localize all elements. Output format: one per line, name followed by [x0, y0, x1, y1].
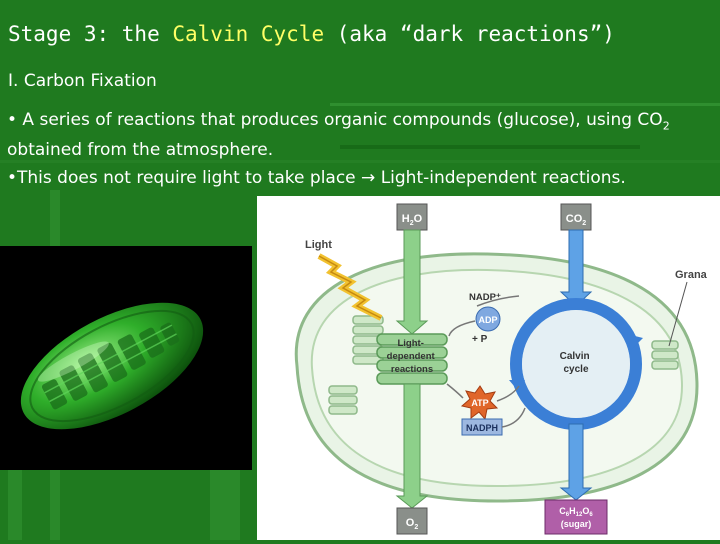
- h2o-box: [396, 203, 428, 231]
- light-dependent-label: Light- dependent reactions: [387, 338, 438, 375]
- chloroplast-3d-icon: [20, 302, 204, 430]
- title-highlight: Calvin Cycle: [172, 22, 325, 46]
- sugar-formula: C6H12O6: [559, 506, 593, 518]
- title-suffix: (aka “dark reactions”): [324, 22, 615, 46]
- h2o-arrow: [395, 229, 429, 335]
- light-label: Light: [305, 239, 332, 251]
- atp-arrow: [446, 383, 464, 399]
- bg-streak: [0, 160, 720, 163]
- bullet-2-text: •This does not require light to take pla…: [7, 168, 362, 188]
- grana-pointer: [668, 281, 688, 347]
- nadph-label: NADPH: [466, 423, 498, 433]
- o2-arrow: [395, 383, 429, 509]
- nadph-arrow: [501, 407, 526, 428]
- sugar-arrow: [559, 423, 593, 501]
- atp-star: [460, 385, 499, 421]
- photosynthesis-diagram: H2O CO2 Light Grana Light- dependent rea…: [257, 196, 720, 540]
- chloroplast-image: [0, 246, 252, 470]
- bullet-2: •This does not require light to take pla…: [7, 168, 626, 188]
- adp-circle: [475, 306, 501, 332]
- light-dependent-stack: [376, 333, 448, 385]
- h2o-label: H2O: [402, 213, 423, 227]
- plus-p-label: + P: [472, 334, 488, 345]
- bg-streak: [210, 470, 240, 540]
- calvin-arrowhead: [627, 334, 643, 350]
- nadp-arrow: [476, 295, 520, 307]
- bg-streak: [330, 103, 720, 106]
- bg-streak: [340, 145, 640, 149]
- calvin-label: Calvin cycle: [560, 351, 593, 375]
- right-arrow-icon: →: [361, 168, 376, 188]
- atp-label: ATP: [471, 398, 488, 408]
- bullet-1: • A series of reactions that produces or…: [7, 108, 707, 162]
- subheading: I. Carbon Fixation: [8, 71, 157, 91]
- nadp-label: NADP⁺: [469, 292, 501, 303]
- bullet-1-end: obtained from the atmosphere.: [7, 140, 274, 161]
- bullet-1-text: • A series of reactions that produces or…: [7, 110, 663, 130]
- grana-label: Grana: [675, 269, 708, 281]
- o2-box: [396, 507, 428, 535]
- sugar-label: (sugar): [561, 519, 592, 529]
- diagram-canvas: H2O CO2 Light Grana Light- dependent rea…: [294, 203, 708, 535]
- co2-box: [560, 203, 592, 231]
- o2-label: O2: [406, 517, 419, 531]
- slide-title: Stage 3: the Calvin Cycle (aka “dark rea…: [8, 22, 615, 46]
- bg-streak: [8, 470, 22, 540]
- adp-arrow: [448, 320, 476, 337]
- bullet-1-subscript: 2: [662, 119, 670, 133]
- atp-to-calvin-arrow: [496, 385, 520, 402]
- co2-label: CO2: [566, 213, 587, 227]
- sugar-box: [544, 499, 608, 535]
- adp-label: ADP: [478, 315, 497, 325]
- title-prefix: Stage 3: the: [8, 22, 173, 46]
- bullet-2-end: Light-independent reactions.: [375, 168, 626, 188]
